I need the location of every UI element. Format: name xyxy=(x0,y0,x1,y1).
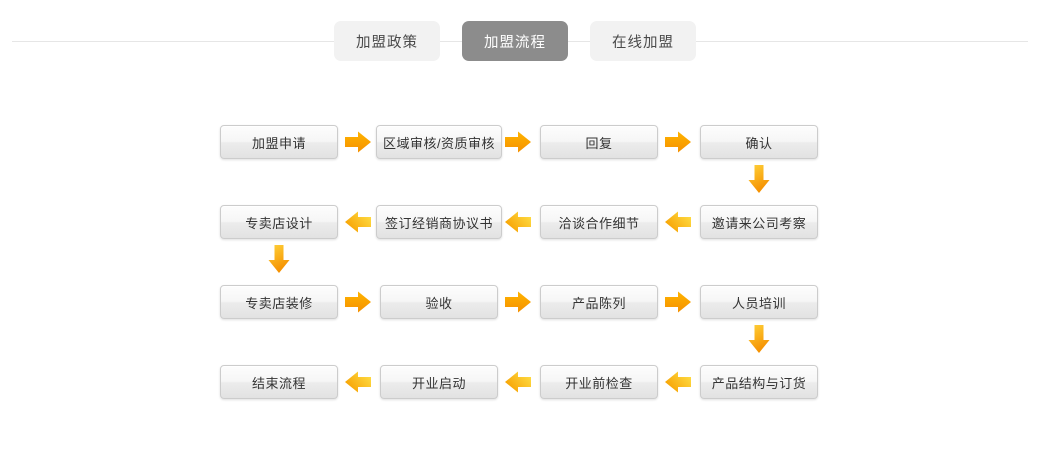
tab-join-process[interactable]: 加盟流程 xyxy=(462,21,568,61)
arrow-right xyxy=(344,130,372,154)
arrow-right-icon xyxy=(345,291,371,313)
flow-node-acceptance[interactable]: 验收 xyxy=(380,285,498,319)
arrow-left-icon xyxy=(345,211,371,233)
tab-bar: 加盟政策加盟流程在线加盟 xyxy=(0,0,1040,62)
arrow-right-icon xyxy=(665,291,691,313)
tab-list: 加盟政策加盟流程在线加盟 xyxy=(334,21,696,61)
arrow-down-icon xyxy=(748,325,770,353)
flow-node-reply[interactable]: 回复 xyxy=(540,125,658,159)
flow-node-product-display[interactable]: 产品陈列 xyxy=(540,285,658,319)
flow-diagram: 加盟申请 区域审核/资质审核 回复 确认专卖店设计 签订经销商协议书 洽谈合作细节 邀请来公… xyxy=(0,108,1040,428)
flow-row-4: 结束流程 开业启动 开业前检查 产品结构与订货 xyxy=(220,365,820,399)
arrow-down-training-to-product-mix xyxy=(747,324,771,354)
flow-node-product-mix-and-ordering[interactable]: 产品结构与订货 xyxy=(700,365,818,399)
flow-node-negotiate-details[interactable]: 洽谈合作细节 xyxy=(540,205,658,239)
arrow-down-confirm-to-invite xyxy=(747,164,771,194)
arrow-right-icon xyxy=(505,291,531,313)
flow-node-opening-launch[interactable]: 开业启动 xyxy=(380,365,498,399)
arrow-left xyxy=(504,370,532,394)
tab-join-online[interactable]: 在线加盟 xyxy=(590,21,696,61)
arrow-right xyxy=(664,290,692,314)
arrow-down-store-design-to-decoration xyxy=(267,244,291,274)
arrow-left xyxy=(504,210,532,234)
arrow-left xyxy=(344,370,372,394)
arrow-left xyxy=(664,210,692,234)
arrow-down-icon xyxy=(748,165,770,193)
flow-node-store-decoration[interactable]: 专卖店装修 xyxy=(220,285,338,319)
flow-node-region-qualification-review[interactable]: 区域审核/资质审核 xyxy=(376,125,502,159)
flow-node-end-process[interactable]: 结束流程 xyxy=(220,365,338,399)
flow-row-1: 加盟申请 区域审核/资质审核 回复 确认 xyxy=(220,125,820,159)
flow-node-store-design[interactable]: 专卖店设计 xyxy=(220,205,338,239)
arrow-left xyxy=(344,210,372,234)
arrow-right xyxy=(344,290,372,314)
arrow-right-icon xyxy=(505,131,531,153)
arrow-right-icon xyxy=(345,131,371,153)
arrow-left-icon xyxy=(665,211,691,233)
arrow-left-icon xyxy=(665,371,691,393)
flow-node-join-application[interactable]: 加盟申请 xyxy=(220,125,338,159)
flow-node-pre-opening-check[interactable]: 开业前检查 xyxy=(540,365,658,399)
arrow-left-icon xyxy=(505,211,531,233)
flow-row-2: 专卖店设计 签订经销商协议书 洽谈合作细节 邀请来公司考察 xyxy=(220,205,820,239)
arrow-right-icon xyxy=(665,131,691,153)
flow-node-sign-dealer-agreement[interactable]: 签订经销商协议书 xyxy=(376,205,502,239)
flow-node-staff-training[interactable]: 人员培训 xyxy=(700,285,818,319)
tab-join-policy[interactable]: 加盟政策 xyxy=(334,21,440,61)
arrow-right xyxy=(504,130,532,154)
arrow-right xyxy=(504,290,532,314)
arrow-left-icon xyxy=(345,371,371,393)
arrow-down-icon xyxy=(268,245,290,273)
arrow-left xyxy=(664,370,692,394)
flow-node-invite-company-visit[interactable]: 邀请来公司考察 xyxy=(700,205,818,239)
arrow-left-icon xyxy=(505,371,531,393)
flow-row-3: 专卖店装修 验收 产品陈列 人员培训 xyxy=(220,285,820,319)
arrow-right xyxy=(664,130,692,154)
flow-node-confirm[interactable]: 确认 xyxy=(700,125,818,159)
